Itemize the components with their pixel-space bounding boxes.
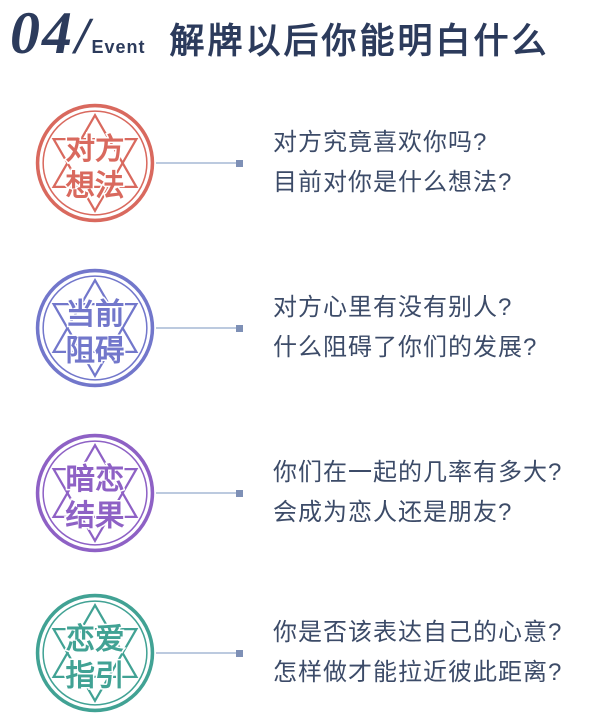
badge-inner-ring (42, 600, 148, 706)
hexagram-triangle-down (51, 467, 139, 544)
badge-current-obstacles hexagram-seal-icon: 当前 阻碍 (35, 268, 155, 388)
question-list: 对方心里有没有别人? 什么阻碍了你们的发展? (273, 288, 537, 368)
hexagram-triangle-down (51, 302, 139, 379)
hexagram-triangle-up (51, 112, 139, 189)
connector-line (156, 652, 236, 654)
badge-label-line2: 想法 (66, 170, 125, 203)
badge-inner-ring (42, 440, 148, 546)
feature-row-current-obstacles: 当前 阻碍 对方心里有没有别人? 什么阻碍了你们的发展? (34, 267, 537, 389)
question-line: 怎样做才能拉近彼此距离? (273, 659, 563, 686)
badge-partner-thoughts hexagram-seal-icon: 对方 想法 (35, 103, 155, 223)
badge-label-line2: 结果 (66, 500, 125, 533)
badge-crush-outcome hexagram-seal-icon: 暗恋 结果 (35, 433, 155, 553)
badge-inner-ring (42, 110, 148, 216)
section-event-label: Event (91, 37, 146, 57)
badge-label-line1: 恋爱 (66, 622, 125, 656)
section-number: 04 (10, 0, 74, 66)
connector-dot (236, 324, 243, 332)
question-list: 对方究竟喜欢你吗? 目前对你是什么想法? (273, 123, 512, 203)
badge-outer-ring (35, 433, 155, 553)
section-header: 04 / Event 解牌以后你能明白什么 (10, 0, 550, 66)
section-number-slash: / (75, 8, 90, 65)
connector-line (156, 327, 236, 329)
hexagram-triangle-up (51, 277, 139, 354)
question-list: 你们在一起的几率有多大? 会成为恋人还是朋友? (273, 453, 562, 533)
hexagram-triangle-down (51, 627, 139, 704)
question-line: 对方心里有没有别人? (273, 294, 513, 321)
badge-label-line2: 阻碍 (66, 335, 125, 368)
hexagram-triangle-up (51, 442, 139, 519)
badge-label-line1: 对方 (66, 132, 125, 166)
feature-row-crush-outcome: 暗恋 结果 你们在一起的几率有多大? 会成为恋人还是朋友? (34, 432, 562, 554)
hexagram-triangle-down (51, 137, 139, 214)
question-line: 对方究竟喜欢你吗? (273, 129, 488, 156)
badge-inner-ring (42, 275, 148, 381)
question-line: 会成为恋人还是朋友? (273, 499, 513, 526)
connector-dot (236, 649, 243, 657)
connector-dot (236, 489, 243, 497)
question-line: 目前对你是什么想法? (273, 169, 513, 196)
badge-label-line1: 当前 (66, 298, 125, 331)
badge-outer-ring (35, 268, 155, 388)
question-line: 什么阻碍了你们的发展? (273, 334, 538, 361)
hexagram-triangle-up (51, 602, 139, 679)
question-line: 你们在一起的几率有多大? (273, 459, 563, 486)
badge-label-line2: 指引 (66, 660, 125, 693)
question-line: 你是否该表达自己的心意? (273, 619, 563, 646)
feature-row-partner-thoughts: 对方 想法 对方究竟喜欢你吗? 目前对你是什么想法? (34, 102, 512, 224)
badge-outer-ring (35, 103, 155, 223)
question-list: 你是否该表达自己的心意? 怎样做才能拉近彼此距离? (273, 613, 562, 693)
feature-row-love-guidance: 恋爱 指引 你是否该表达自己的心意? 怎样做才能拉近彼此距离? (34, 592, 562, 714)
badge-label-line1: 暗恋 (66, 462, 125, 496)
connector-dot (236, 159, 243, 167)
connector-line (156, 492, 236, 494)
badge-outer-ring (35, 593, 155, 713)
connector-line (156, 162, 236, 164)
badge-love-guidance hexagram-seal-icon: 恋爱 指引 (35, 593, 155, 713)
section-title: 解牌以后你能明白什么 (169, 22, 550, 61)
